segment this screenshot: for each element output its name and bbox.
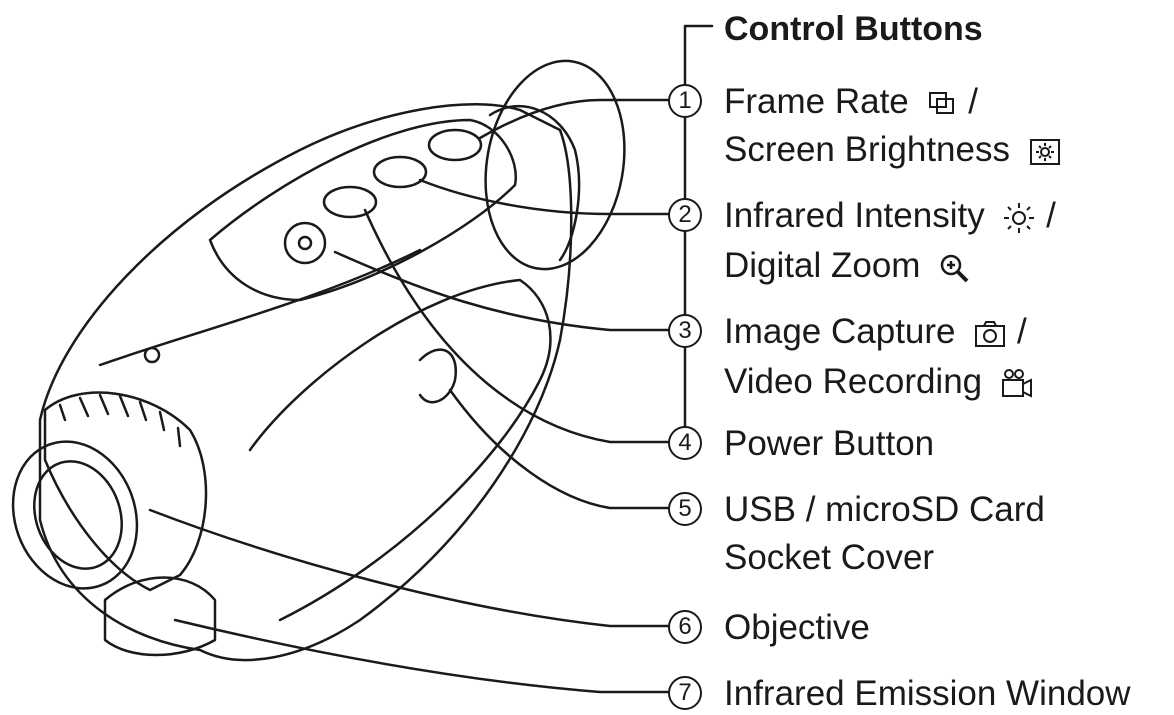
leader-4: [365, 210, 668, 442]
callout-number-1: 1: [668, 84, 702, 118]
callout-number-2: 2: [668, 198, 702, 232]
sun-icon: [1002, 201, 1036, 235]
video-camera-icon: [1000, 368, 1034, 400]
callout-1-line2: Screen Brightness: [724, 132, 1062, 167]
body-side-curve: [250, 280, 550, 620]
button-4: [285, 223, 325, 263]
callout-number-7: 7: [668, 676, 702, 710]
leader-3: [335, 252, 668, 330]
callout-number-5: 5: [668, 492, 702, 526]
device-body-outline: [40, 104, 571, 660]
focus-ring-ridges: [60, 395, 180, 446]
frame-rate-label: Frame Rate: [724, 82, 909, 121]
eyecup: [470, 50, 640, 280]
sensor-dot: [145, 348, 159, 362]
callout-4-label: Power Button: [724, 426, 934, 461]
infrared-intensity-label: Infrared Intensity: [724, 196, 985, 235]
callout-number-6: 6: [668, 610, 702, 644]
image-capture-label: Image Capture: [724, 312, 956, 351]
camera-icon: [973, 319, 1007, 349]
leader-5: [450, 390, 668, 508]
ir-window: [105, 578, 215, 656]
callout-1-line1: Frame Rate /: [724, 84, 978, 119]
callout-2-line1: Infrared Intensity /: [724, 198, 1056, 235]
leader-6: [150, 510, 668, 626]
socket-cover: [420, 350, 456, 403]
callout-5-line1: USB / microSD Card: [724, 492, 1045, 527]
callout-2-separator: /: [1046, 196, 1056, 235]
callout-number-3: 3: [668, 314, 702, 348]
leader-7: [175, 620, 668, 692]
leader-2: [420, 180, 668, 214]
screen-brightness-icon: [1028, 137, 1062, 167]
callout-7-label: Infrared Emission Window: [724, 676, 1131, 711]
callout-3-line2: Video Recording: [724, 364, 1034, 400]
callout-number-4: 4: [668, 426, 702, 460]
button-3: [324, 187, 376, 217]
eyecup-inner: [490, 106, 579, 260]
callout-3-separator: /: [1017, 312, 1027, 351]
callout-5-line2: Socket Cover: [724, 540, 934, 575]
zoom-in-icon: [938, 252, 970, 284]
button-1: [429, 130, 481, 160]
video-recording-label: Video Recording: [724, 362, 982, 401]
leader-1: [480, 100, 668, 138]
callout-3-line1: Image Capture /: [724, 314, 1027, 349]
focus-ring: [45, 393, 206, 590]
digital-zoom-label: Digital Zoom: [724, 246, 920, 285]
frame-rate-icon: [927, 90, 959, 118]
callout-2-line2: Digital Zoom: [724, 248, 970, 284]
control-panel: [210, 120, 516, 300]
button-2: [374, 157, 426, 187]
callout-1-separator: /: [968, 82, 978, 121]
screen-brightness-label: Screen Brightness: [724, 130, 1010, 169]
control-buttons-heading: Control Buttons: [724, 10, 983, 49]
callout-6-label: Objective: [724, 610, 870, 645]
